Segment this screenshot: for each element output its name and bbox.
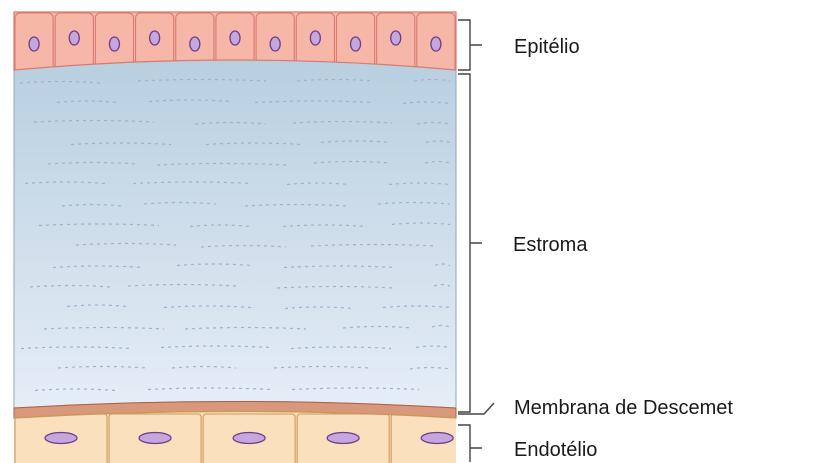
- epithelial-nucleus: [431, 37, 441, 51]
- epithelium-label: Epitélio: [514, 36, 580, 58]
- endothelial-nucleus: [233, 433, 265, 444]
- epithelial-nucleus: [230, 31, 240, 45]
- epithelial-nucleus: [69, 31, 79, 45]
- stroma-bracket: [458, 74, 482, 412]
- epithelial-nucleus: [109, 37, 119, 51]
- endothelial-nucleus: [45, 433, 77, 444]
- epithelial-nucleus: [150, 31, 160, 45]
- epithelial-nucleus: [270, 37, 280, 51]
- endothelium-bracket: [458, 425, 482, 462]
- epithelial-nucleus: [310, 31, 320, 45]
- descemet-label: Membrana de Descemet: [514, 397, 733, 419]
- endothelial-nucleus: [421, 433, 453, 444]
- epithelial-nucleus: [351, 37, 361, 51]
- stroma-layer: [14, 60, 456, 408]
- endothelial-nucleus: [139, 433, 171, 444]
- endothelium-label: Endotélio: [514, 439, 597, 461]
- epithelial-nucleus: [391, 31, 401, 45]
- epithelial-nucleus: [29, 37, 39, 51]
- endothelial-nucleus: [327, 433, 359, 444]
- epithelium-bracket: [458, 20, 482, 70]
- epithelial-nucleus: [190, 37, 200, 51]
- stroma-label: Estroma: [513, 234, 588, 256]
